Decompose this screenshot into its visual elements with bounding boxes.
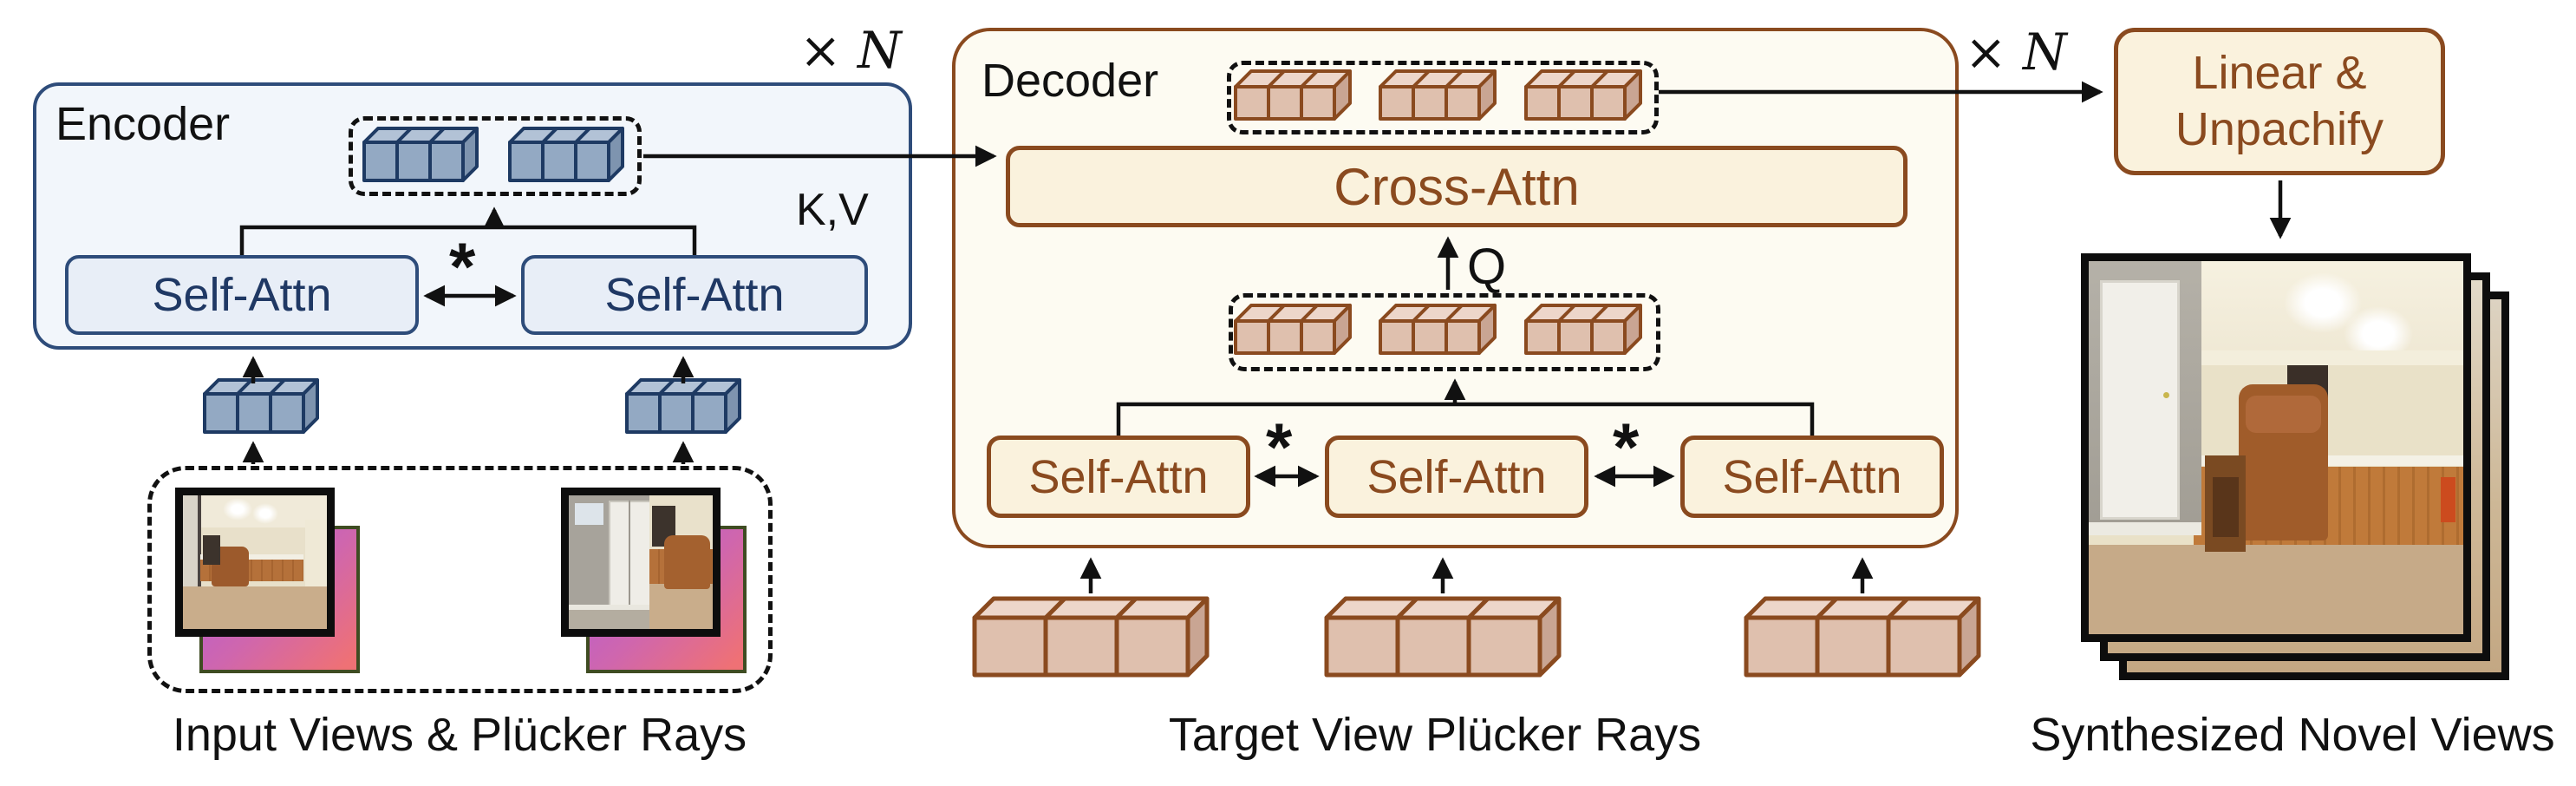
- input-view-scene-2: [569, 495, 713, 629]
- encoder-latent-token-group-2: [508, 127, 624, 182]
- input-view-scene-1: [183, 495, 327, 629]
- decoder-weight-share-star-1: *: [1266, 409, 1293, 485]
- decoder-output-token-group-1: [1234, 69, 1352, 121]
- encoder-self-attn-right-label: Self-Attn: [604, 269, 785, 321]
- novel-view-scene: [2089, 261, 2463, 634]
- decoder-self-attn-3-label: Self-Attn: [1722, 450, 1902, 503]
- input-view-photo-1: [175, 488, 335, 637]
- cross-attn-box: Cross-Attn: [1006, 146, 1908, 227]
- encoder-latent-tokens-box: [349, 116, 642, 196]
- encoder-self-attn-left: Self-Attn: [65, 255, 419, 335]
- decoder-query-tokens-box: [1229, 293, 1660, 371]
- input-token-group-1: [203, 378, 319, 434]
- decoder-self-attn-2-label: Self-Attn: [1366, 450, 1547, 503]
- decoder-query-token-group-3: [1524, 304, 1642, 355]
- decoder-output-token-group-2: [1379, 69, 1497, 121]
- linear-unpatchify-box: Linear & Unpachify: [2114, 28, 2445, 175]
- encoder-self-attn-left-label: Self-Attn: [152, 269, 332, 321]
- caption-target-rays: Target View Plücker Rays: [1168, 709, 1702, 761]
- decoder-repeat-label: × N: [1965, 23, 2067, 82]
- cross-attn-label: Cross-Attn: [1334, 157, 1580, 216]
- input-token-group-2: [625, 378, 741, 434]
- novel-view-photo: [2081, 253, 2471, 642]
- encoder-title: Encoder: [55, 98, 231, 150]
- encoder-self-attn-right: Self-Attn: [521, 255, 868, 335]
- decoder-output-tokens-box: [1227, 61, 1659, 134]
- encoder-repeat-label: × N: [799, 21, 902, 80]
- input-views-box: [147, 466, 773, 693]
- decoder-self-attn-1-label: Self-Attn: [1028, 450, 1209, 503]
- kv-label: K,V: [796, 185, 869, 235]
- target-token-group-3: [1744, 596, 1981, 678]
- linear-unpatchify-line2: Unpachify: [2175, 103, 2384, 155]
- decoder-query-token-group-2: [1379, 304, 1497, 355]
- target-token-group-1: [972, 596, 1210, 678]
- decoder-output-token-group-3: [1524, 69, 1642, 121]
- decoder-query-token-group-1: [1234, 304, 1352, 355]
- target-token-group-2: [1324, 596, 1562, 678]
- decoder-self-attn-3: Self-Attn: [1680, 436, 1944, 518]
- caption-input-views: Input Views & Plücker Rays: [172, 709, 747, 761]
- encoder-weight-share-star: *: [449, 228, 476, 305]
- decoder-weight-share-star-2: *: [1613, 409, 1640, 485]
- input-view-photo-2: [561, 488, 721, 637]
- decoder-self-attn-1: Self-Attn: [987, 436, 1250, 518]
- q-label: Q: [1467, 239, 1507, 295]
- decoder-self-attn-2: Self-Attn: [1325, 436, 1588, 518]
- decoder-title: Decoder: [981, 55, 1159, 107]
- encoder-latent-token-group-1: [362, 127, 479, 182]
- caption-novel-views: Synthesized Novel Views: [2030, 709, 2555, 761]
- linear-unpatchify-line1: Linear &: [2192, 47, 2367, 100]
